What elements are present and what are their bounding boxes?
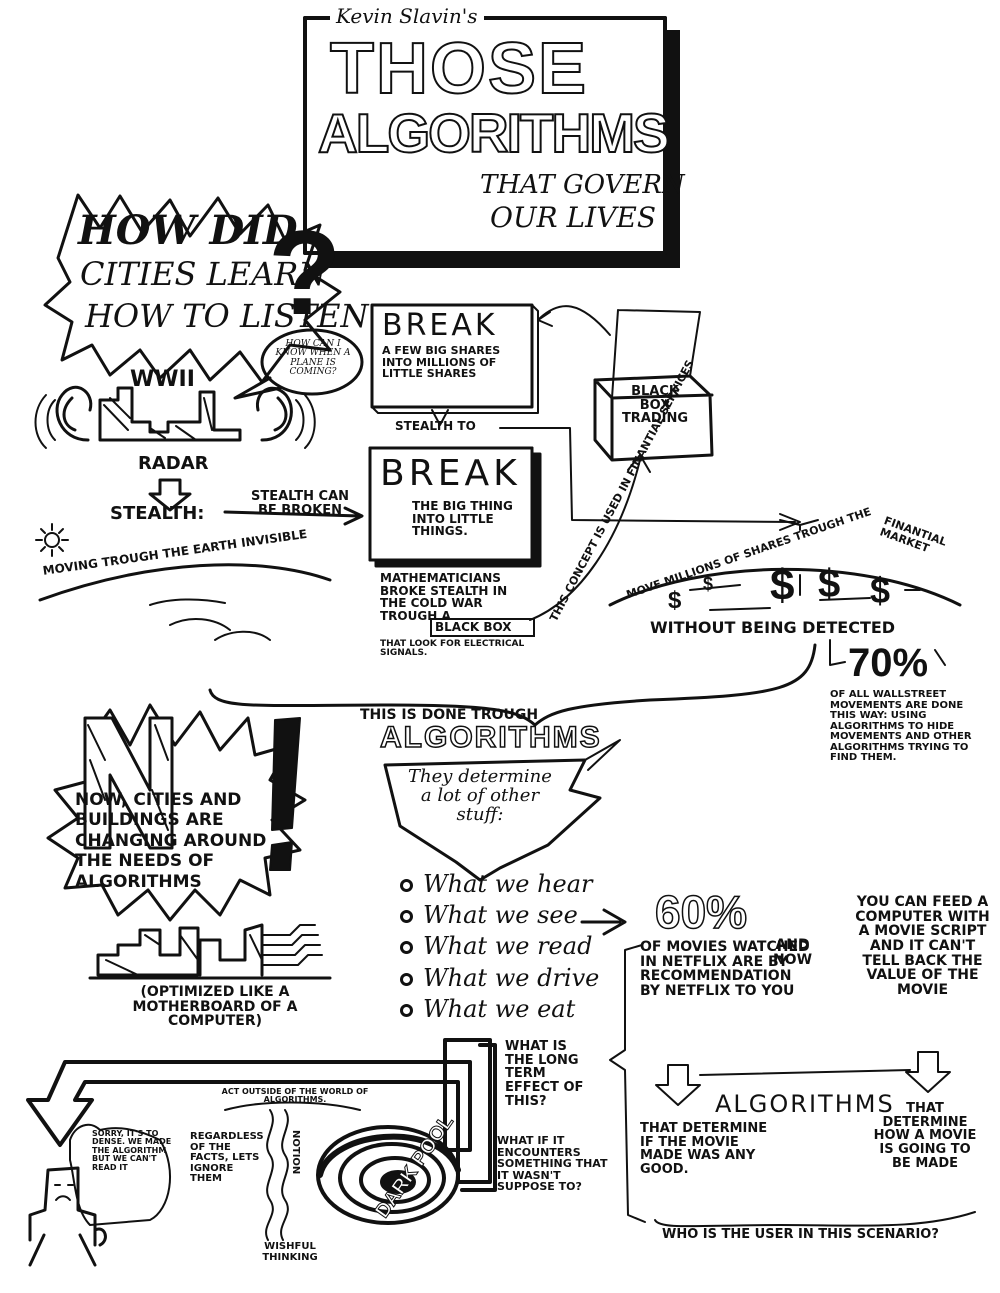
act-outside-text: ACT OUTSIDE OF THE WORLD OF ALGORITHMS. — [221, 1087, 369, 1105]
bullet-icon — [400, 910, 413, 924]
title-line1: THOSE — [329, 29, 589, 109]
listen-heading-1: HOW DID — [78, 207, 298, 254]
burst-now — [46, 703, 307, 922]
stealth-arrow — [223, 506, 364, 526]
author-name: Kevin Slavin's — [330, 6, 484, 27]
feed-text: YOU CAN FEED A COMPUTER WITH A MOVIE SCR… — [855, 894, 990, 999]
algorithms2-heading: ALGORITHMS — [715, 1090, 895, 1118]
algorithms-banner: ALGORITHMS — [379, 721, 602, 754]
seventy-percent-text: OF ALL WALLSTREET MOVEMENTS ARE DONE THI… — [830, 689, 972, 763]
ear-left — [55, 385, 93, 442]
stealth-to-label: STEALTH TO — [395, 419, 476, 433]
list-item: What we eat — [400, 996, 599, 1022]
break1-body: A FEW BIG SHARES INTO MILLIONS OF LITTLE… — [382, 344, 501, 381]
city-motherboard — [96, 923, 264, 977]
algorithms2-right: THAT DETERMINE HOW A MOVIE IS GOING TO B… — [873, 1101, 977, 1171]
break2-body: THE BIG THING INTO LITTLE THINGS. — [412, 499, 513, 539]
dollar-5: $ — [870, 570, 891, 611]
algorithms2-left: THAT DETERMINE IF THE MOVIE MADE WAS ANY… — [640, 1121, 768, 1177]
dollar-3: $ — [770, 561, 795, 610]
title-line4: OUR LIVES — [490, 201, 657, 234]
ear-right — [255, 386, 293, 442]
sixty-percent: 60% — [654, 886, 748, 938]
dollar-1: $ — [668, 587, 682, 614]
regardless-text: REGARDLESS OF THE FACTS, LETS IGNORE THE… — [190, 1131, 264, 1184]
listen-heading-2: CITIES LEARN — [80, 255, 327, 293]
netflix-text: OF MOVIES WATCHED IN NETFLIX ARE BY RECO… — [640, 939, 810, 1000]
wwii-label: WWII — [130, 367, 195, 392]
big-n — [83, 716, 174, 850]
speech-bubble — [260, 328, 364, 396]
done-through-label: THIS IS DONE TROUGH — [360, 707, 539, 723]
list-item: What we drive — [400, 965, 599, 991]
feedback-arrow — [26, 1038, 492, 1184]
math-black-box: BLACK BOX — [430, 618, 535, 637]
bullet-icon — [400, 879, 413, 892]
break1-box — [370, 303, 534, 409]
bullet-icon — [400, 941, 413, 955]
title-line3: THAT GOVERN — [480, 170, 685, 200]
dollar-4: $ — [818, 562, 841, 606]
city-wwii — [98, 386, 242, 442]
now-text: NOW, CITIES AND BUILDINGS ARE CHANGING A… — [75, 790, 267, 892]
math-text-2: THAT LOOK FOR ELECTRICAL SIGNALS. — [380, 639, 525, 659]
sorry-bubble — [69, 1123, 172, 1226]
earth-curve — [38, 563, 332, 602]
break2-heading: BREAK — [380, 453, 521, 494]
determine-text: They determine a lot of other stuff: — [408, 766, 552, 825]
bullet-icon — [400, 972, 413, 986]
down-arrow-left — [655, 1064, 701, 1106]
seventy-percent: 70% — [848, 641, 929, 685]
encounters-text: WHAT IF IT ENCOUNTERS SOMETHING THAT IT … — [497, 1134, 608, 1194]
down-arrow-right — [905, 1051, 951, 1093]
long-term-text: WHAT IS THE LONG TERM EFFECT OF THIS? — [505, 1039, 584, 1109]
list-item: What we read — [400, 934, 599, 959]
listen-heading-3: HOW TO LISTEN — [85, 297, 369, 335]
blackbox-label: BLACK BOX TRADING — [621, 384, 689, 427]
determine-box — [383, 758, 602, 882]
big-question-mark: ? — [268, 206, 342, 340]
stealth-label: STEALTH: — [110, 503, 205, 524]
exclaim-bar — [271, 717, 301, 831]
big-brace — [208, 643, 817, 727]
netflix-brace — [609, 944, 646, 1223]
person — [28, 1166, 107, 1267]
burst-listen — [43, 193, 342, 384]
bullet-icon — [400, 1003, 413, 1017]
list-item: What we see — [400, 903, 599, 928]
math-text: MATHEMATICIANS BROKE STEALTH IN THE COLD… — [380, 571, 508, 623]
optimized-text: (OPTIMIZED LIKE A MOTHERBOARD OF A COMPU… — [132, 984, 298, 1030]
break1-heading: BREAK — [382, 308, 498, 343]
list-item: What we hear — [400, 871, 599, 897]
stealth-broken-label: STEALTH CAN BE BROKEN — [250, 489, 350, 518]
concept-arrow — [529, 454, 651, 621]
market-curve — [608, 567, 962, 607]
title-line2: ALGORITHMS — [317, 102, 671, 164]
notion-wave — [265, 1109, 289, 1241]
dollar-2: $ — [703, 574, 714, 594]
notion-label: NOTION — [290, 1130, 301, 1175]
determined-list: What we hear What we see What we read Wh… — [400, 871, 599, 1028]
undetected-label: WITHOUT BEING DETECTED — [650, 618, 896, 637]
radar-label: RADAR — [138, 453, 209, 474]
radar-arrow — [148, 478, 192, 512]
speech-bubble-text: HOW CAN I KNOW WHEN A PLANE IS COMING? — [275, 339, 351, 378]
and-now-label: AND NOW — [772, 937, 813, 968]
sorry-text: SORRY, IT'S TO DENSE. WE MADE THE ALGORI… — [92, 1129, 172, 1172]
who-text: WHO IS THE USER IN THIS SCENARIO? — [662, 1227, 939, 1242]
wishful-thinking-text: WISHFUL THINKING — [262, 1241, 318, 1263]
